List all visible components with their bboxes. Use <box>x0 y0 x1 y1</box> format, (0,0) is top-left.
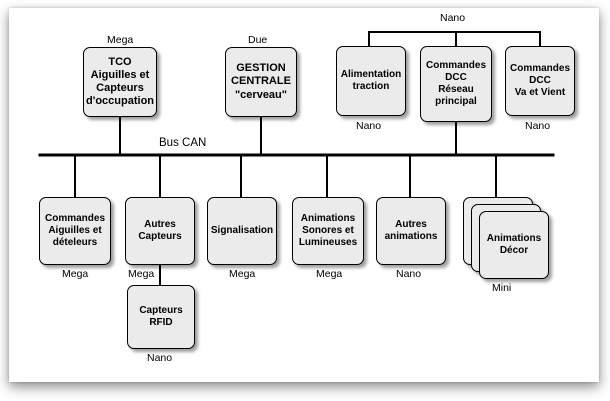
rfid-node: Capteurs RFID <box>127 285 195 349</box>
signalisation-node: Signalisation <box>207 197 277 265</box>
capteurs-board-label: Mega <box>128 268 155 280</box>
tco-node: TCO Aiguilles et Capteurs d'occupation <box>83 47 157 117</box>
bus-label: Bus CAN <box>159 137 207 149</box>
alimentation-node: Alimentation traction <box>336 46 406 116</box>
gestion-node: GESTION CENTRALE "cerveau" <box>225 47 297 117</box>
autres-anim-node: Autres animations <box>376 197 446 265</box>
animations-sl-node: Animations Sonores et Lumineuses <box>292 197 364 265</box>
rfid-board-label: Nano <box>147 352 173 364</box>
dcc-vaetvient-node: Commandes DCC Va et Vient <box>505 46 575 116</box>
dcc-vaetvient-board-label: Nano <box>525 120 551 132</box>
anim-decor-board-label: Mini <box>492 282 512 294</box>
aiguilles-board-label: Mega <box>62 268 89 280</box>
autres-anim-board-label: Nano <box>396 268 422 280</box>
signalisation-board-label: Mega <box>229 268 256 280</box>
animations-sl-board-label: Mega <box>316 268 343 280</box>
dcc-principal-node: Commandes DCC Réseau principal <box>420 46 492 122</box>
capteurs-node: Autres Capteurs <box>125 197 195 265</box>
anim-decor-node: Animations Décor <box>479 211 549 279</box>
alimentation-board-label: Nano <box>356 120 382 132</box>
nano-group-label: Nano <box>440 12 466 24</box>
aiguilles-node: Commandes Aiguilles et dételeurs <box>39 197 111 265</box>
tco-board-label: Mega <box>107 34 134 46</box>
gestion-board-label: Due <box>248 34 268 46</box>
